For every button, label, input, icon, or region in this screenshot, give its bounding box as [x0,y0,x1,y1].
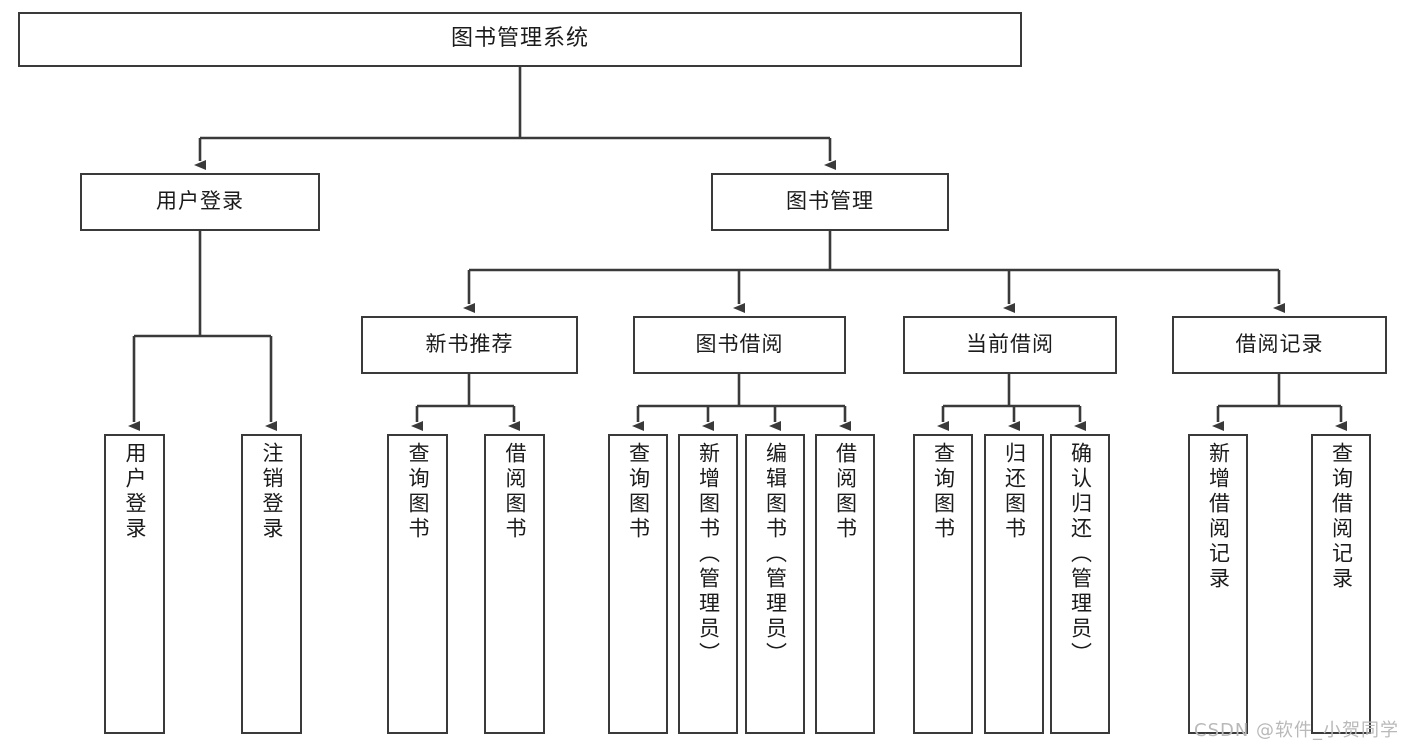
node-user-login[interactable]: 用户登录 [80,173,320,231]
node-borrow-record-label: 借阅记录 [1235,332,1324,357]
csdn-watermark: CSDN @软件_小贺同学 [1194,720,1400,741]
node-leaf-add-borrow-record-label: 新增借阅记录 [1206,442,1231,592]
node-book-management[interactable]: 图书管理 [711,173,949,231]
node-leaf-query-borrow-record-label: 查询借阅记录 [1329,442,1354,592]
node-current-borrow-label: 当前借阅 [966,332,1054,357]
node-leaf-add-book-admin-label: 新增图书（管理员） [696,442,721,667]
node-leaf-borrow-book-label: 借阅图书 [833,442,858,542]
node-leaf-user-logout-label: 注销登录 [260,442,284,542]
node-leaf-borrow-book-rec[interactable]: 借阅图书 [484,434,545,734]
node-leaf-confirm-return-admin[interactable]: 确认归还（管理员） [1050,434,1110,734]
node-user-login-label: 用户登录 [156,189,244,214]
node-leaf-edit-book-admin-label: 编辑图书（管理员） [763,442,788,667]
node-root[interactable]: 图书管理系统 [18,12,1022,67]
node-leaf-query-book-rec[interactable]: 查询图书 [387,434,448,734]
node-leaf-query-borrow-record[interactable]: 查询借阅记录 [1311,434,1371,734]
node-new-book-recommend-label: 新书推荐 [425,332,514,357]
node-leaf-query-book-rec-label: 查询图书 [406,442,430,542]
node-leaf-return-book-label: 归还图书 [1002,442,1027,542]
node-leaf-query-book-cur-label: 查询图书 [931,442,956,542]
node-leaf-borrow-book-rec-label: 借阅图书 [503,442,527,542]
node-book-borrow-label: 图书借阅 [695,332,784,357]
node-leaf-borrow-book[interactable]: 借阅图书 [815,434,875,734]
node-leaf-query-book-borrow-label: 查询图书 [626,442,651,542]
node-leaf-edit-book-admin[interactable]: 编辑图书（管理员） [745,434,805,734]
node-leaf-query-book-borrow[interactable]: 查询图书 [608,434,668,734]
node-book-borrow[interactable]: 图书借阅 [633,316,846,374]
node-borrow-record[interactable]: 借阅记录 [1172,316,1387,374]
node-book-management-label: 图书管理 [786,189,874,214]
node-leaf-user-login[interactable]: 用户登录 [104,434,165,734]
node-leaf-user-login-label: 用户登录 [123,442,147,542]
node-leaf-user-logout[interactable]: 注销登录 [241,434,302,734]
node-root-label: 图书管理系统 [450,26,589,52]
node-leaf-add-borrow-record[interactable]: 新增借阅记录 [1188,434,1248,734]
node-leaf-add-book-admin[interactable]: 新增图书（管理员） [678,434,738,734]
node-leaf-return-book[interactable]: 归还图书 [984,434,1044,734]
node-new-book-recommend[interactable]: 新书推荐 [361,316,578,374]
node-current-borrow[interactable]: 当前借阅 [903,316,1117,374]
node-leaf-query-book-cur[interactable]: 查询图书 [913,434,973,734]
node-leaf-confirm-return-admin-label: 确认归还（管理员） [1068,442,1093,667]
